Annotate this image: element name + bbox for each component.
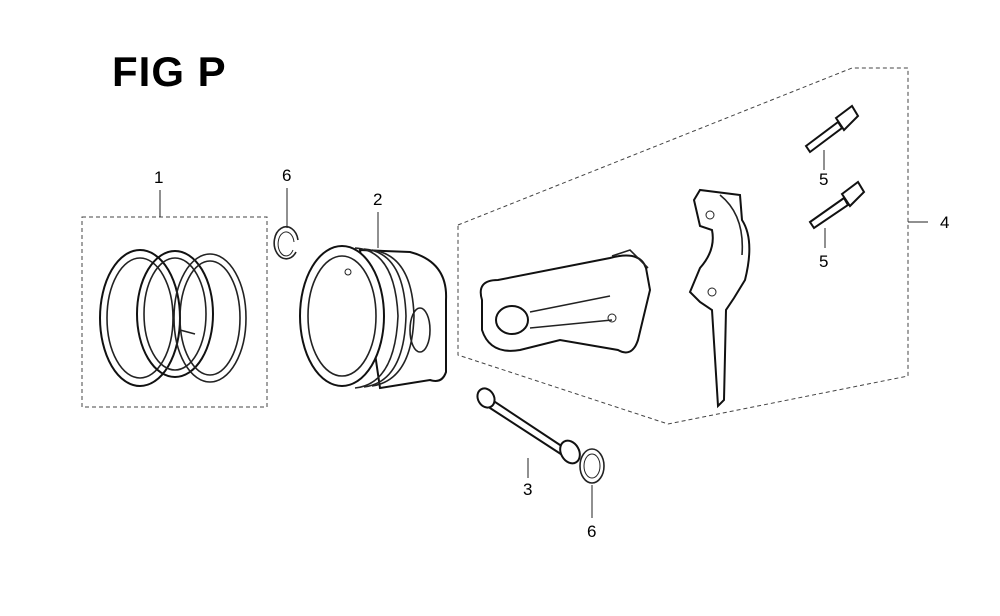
piston xyxy=(299,212,448,390)
bolt-upper xyxy=(804,104,860,170)
ring-set-box xyxy=(81,190,268,408)
connecting-rod xyxy=(479,249,652,354)
circlip-upper xyxy=(273,188,299,260)
callout-bolt-lower: 5 xyxy=(819,252,829,271)
callout-clip-upper: 6 xyxy=(282,166,292,185)
rod-assembly-box xyxy=(457,67,928,425)
rod-cap xyxy=(688,188,751,409)
callout-piston-pin: 3 xyxy=(523,480,533,499)
piston-rings xyxy=(99,249,247,387)
callout-clip-lower: 6 xyxy=(587,522,597,541)
callout-rod-assembly: 4 xyxy=(940,213,950,232)
bolt-lower xyxy=(808,180,866,248)
figure-title: FIG P xyxy=(112,48,227,95)
callout-ring-set: 1 xyxy=(154,168,164,187)
callout-bolt-upper: 5 xyxy=(819,170,829,189)
piston-pin xyxy=(476,387,581,478)
circlip-lower xyxy=(579,448,605,518)
callout-piston: 2 xyxy=(373,190,383,209)
